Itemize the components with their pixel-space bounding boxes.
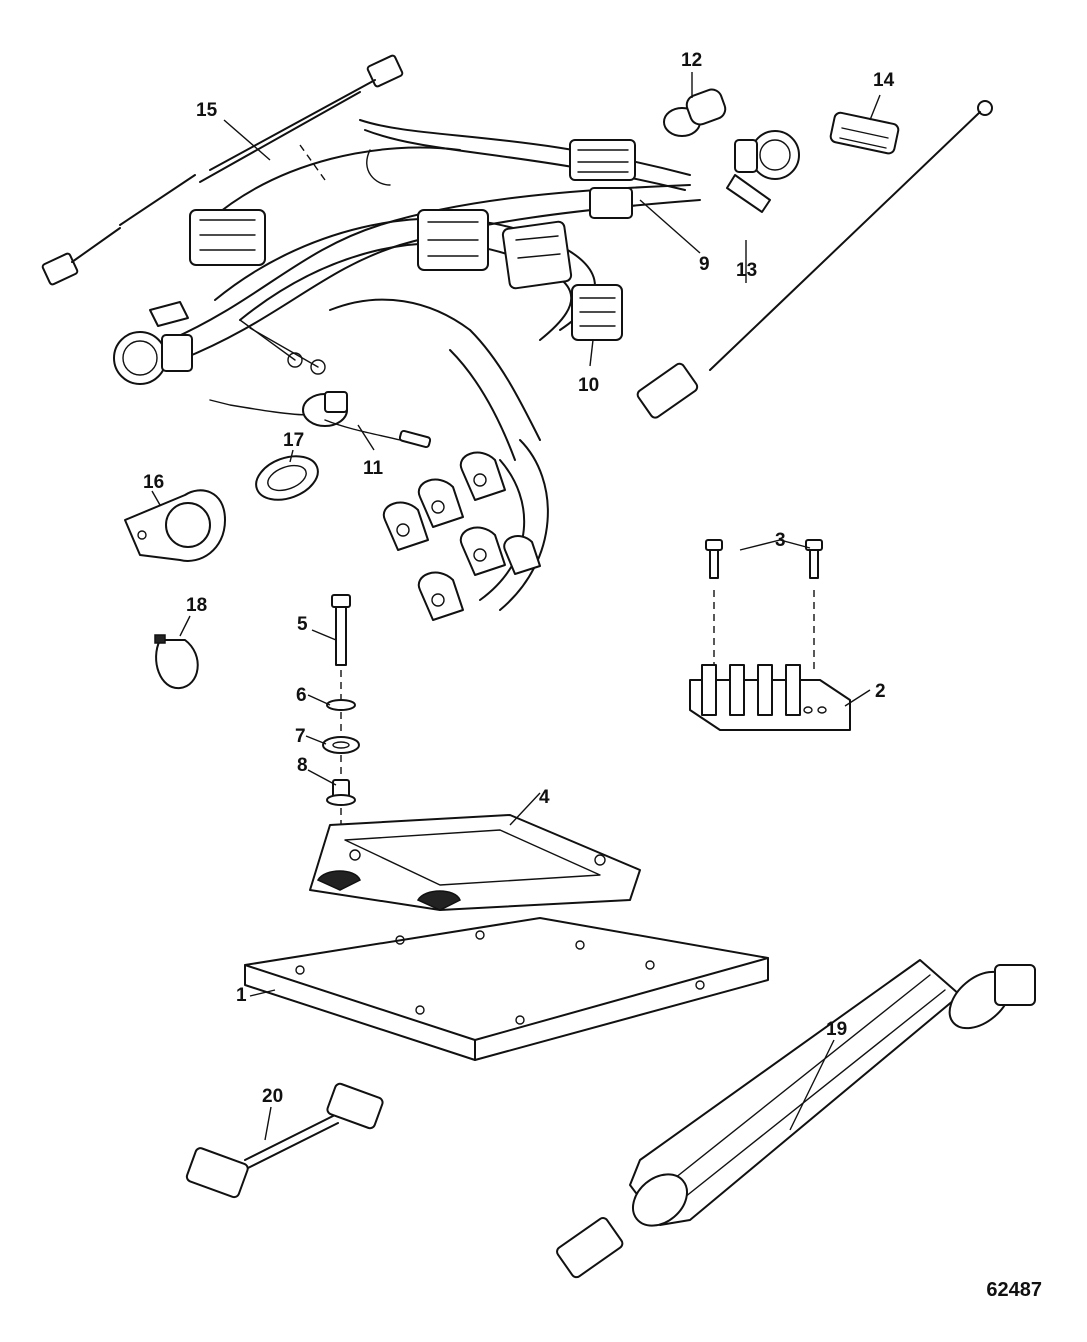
part-5-8-bolt-stack [322, 594, 360, 840]
harness-connectors [189, 139, 636, 341]
part-13-sensor-harness [636, 100, 993, 419]
part-11-sensor [209, 391, 432, 449]
callout-9: 9 [699, 254, 710, 275]
callout-12: 12 [681, 50, 702, 71]
callout-5: 5 [297, 614, 308, 635]
callout-4: 4 [539, 787, 550, 808]
part-1-mounting-plate [244, 917, 769, 1061]
callout-3: 3 [775, 530, 786, 551]
callout-18: 18 [186, 595, 207, 616]
callout-labels: 15 12 14 13 9 10 11 16 17 18 5 6 7 8 4 3… [143, 50, 895, 1107]
callout-13: 13 [736, 260, 757, 281]
callout-6: 6 [296, 685, 307, 706]
callout-1: 1 [236, 985, 247, 1006]
part-2-heat-sink [689, 664, 851, 731]
callout-20: 20 [262, 1086, 283, 1107]
callout-7: 7 [295, 726, 306, 747]
callout-17: 17 [283, 430, 304, 451]
part-3-screws [705, 539, 823, 670]
callout-15: 15 [196, 100, 218, 121]
leader-lines [151, 72, 881, 1141]
callout-16: 16 [143, 472, 164, 493]
part-4-ecm [309, 814, 641, 911]
part-12-cap [663, 88, 727, 137]
part-15-extension-harness [41, 54, 404, 286]
callout-11: 11 [363, 458, 384, 479]
injector-connectors [382, 451, 541, 621]
part-20-adapter-harness [185, 1082, 384, 1199]
part-19-conduit-harness [556, 959, 1036, 1279]
callout-19: 19 [826, 1019, 847, 1040]
callout-10: 10 [578, 375, 599, 396]
callout-8: 8 [297, 755, 308, 776]
part-16-bracket [124, 489, 226, 562]
part-18-cable-tie [154, 634, 199, 690]
figure-number: 62487 [986, 1279, 1042, 1301]
callout-2: 2 [875, 681, 886, 702]
callout-14: 14 [873, 70, 895, 91]
part-14-plug [829, 111, 900, 155]
part-17-grommet [255, 455, 319, 501]
